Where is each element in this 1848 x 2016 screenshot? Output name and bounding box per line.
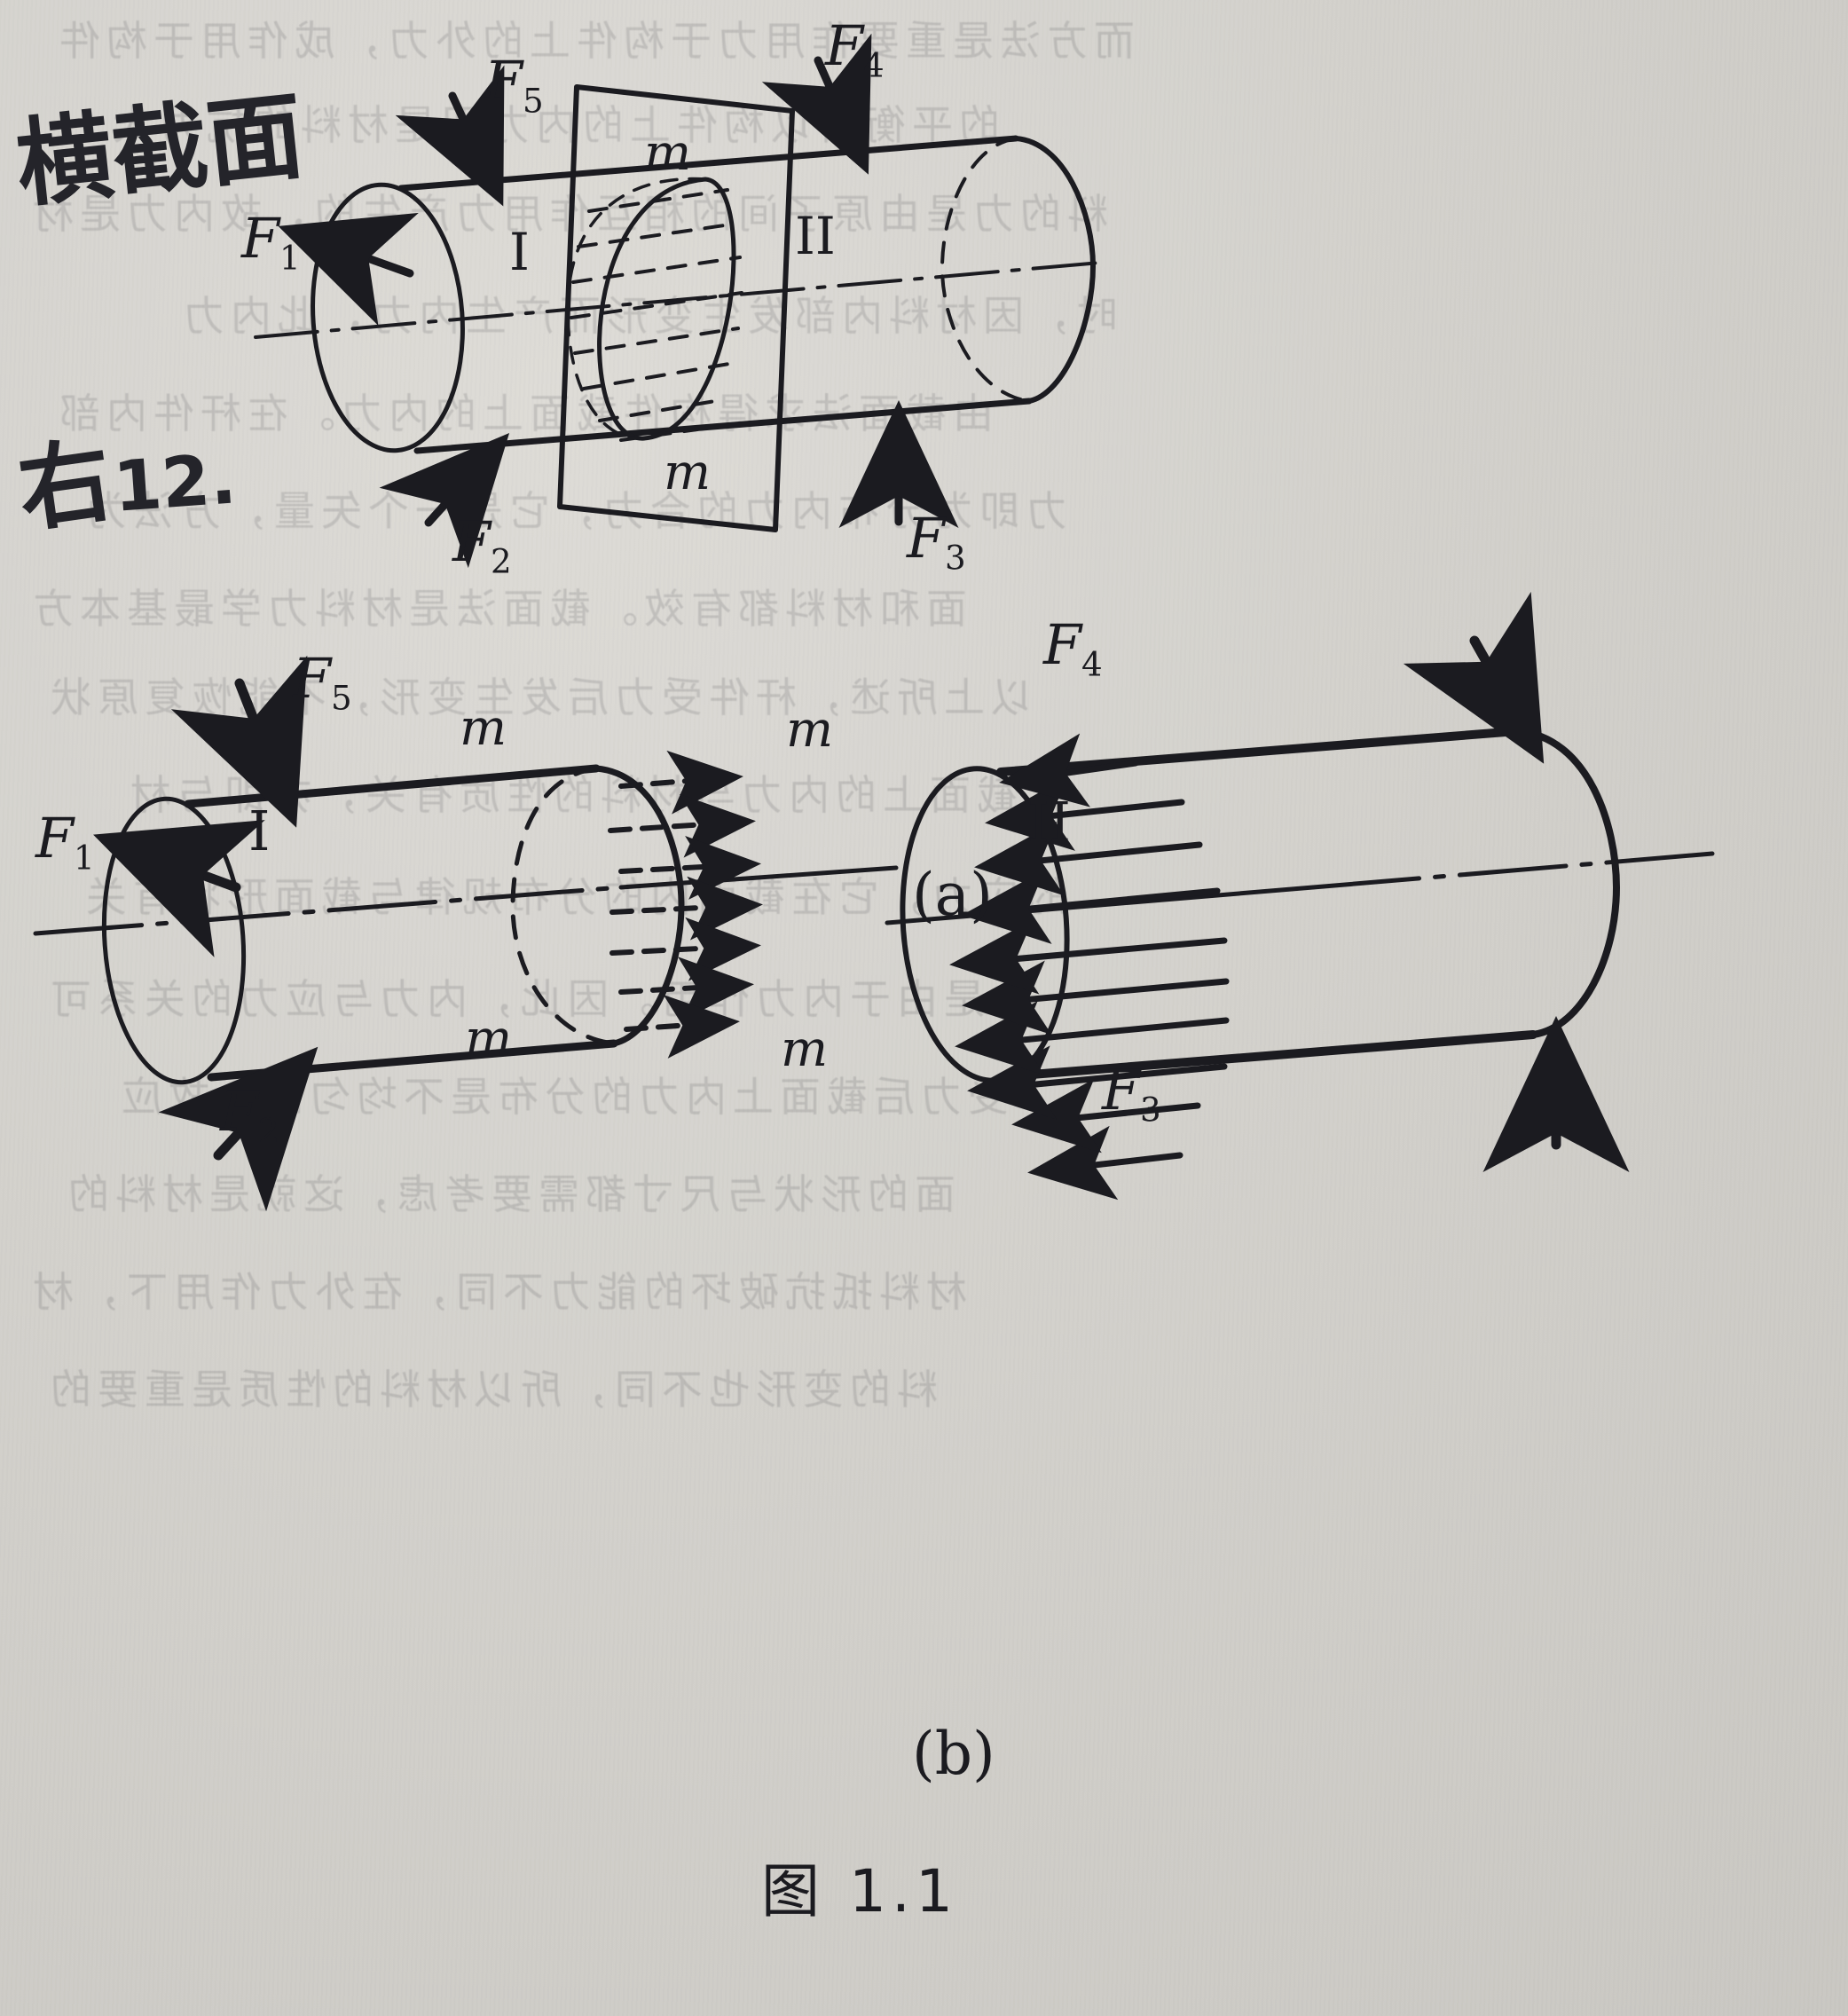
force-label-F3: F3 xyxy=(907,506,966,577)
panel-b-left-bottom-edge xyxy=(207,1039,618,1082)
handwritten-annotation: 12. xyxy=(111,439,240,528)
force-label-subscript: 4 xyxy=(1081,644,1103,684)
panel-b-right-centerline-dash xyxy=(1310,851,1715,890)
panel-b-left-face xyxy=(101,796,247,1085)
force-label-base: F xyxy=(825,13,864,78)
force-label-base: F xyxy=(35,806,75,870)
force-label-base: F xyxy=(1043,612,1082,677)
panel-a-right-face-hidden xyxy=(940,137,1031,403)
panel-b-left-force-F5-arrow xyxy=(170,655,308,828)
panel-a-centerline xyxy=(254,261,1102,339)
section-label-m: m xyxy=(460,699,507,757)
force-label-base: F xyxy=(484,49,523,114)
force-label-F5: F5 xyxy=(293,646,352,717)
force-label-base: F xyxy=(452,509,491,574)
panel-b-right-end-face xyxy=(1514,728,1620,1038)
figure-caption: 图 1.1 xyxy=(761,1857,958,1925)
panel-b-left-cut-face-solid xyxy=(593,765,685,1047)
panel-a-section-face-hidden xyxy=(566,177,707,440)
panel-a-group xyxy=(254,33,1102,569)
force-label-F2: F2 xyxy=(452,509,512,580)
force-label-subscript: 5 xyxy=(331,678,352,718)
part-label: I xyxy=(509,222,530,282)
force-label-base: F xyxy=(1102,1058,1141,1122)
force-label-subscript: 2 xyxy=(491,541,512,581)
panel-a-force-F2-arrow xyxy=(379,432,510,569)
panel-b-left-group xyxy=(33,655,899,1212)
force-label-subscript: 4 xyxy=(863,45,885,85)
force-label-subscript: 3 xyxy=(945,538,966,578)
force-label-subscript: 2 xyxy=(258,1111,279,1151)
panel-a-section-hatching xyxy=(570,188,743,442)
panel-caption-a: (a) xyxy=(912,861,993,929)
force-label-F4: F4 xyxy=(1043,612,1103,683)
panel-b-right-end-face-hidden xyxy=(1432,731,1517,889)
force-label-base: F xyxy=(220,1079,259,1144)
section-label-m: m xyxy=(781,1020,829,1078)
force-label-subscript: 3 xyxy=(1140,1090,1161,1130)
force-label-base: F xyxy=(241,206,280,271)
force-label-F3: F3 xyxy=(1102,1058,1161,1129)
panel-a-left-face xyxy=(311,182,465,453)
panel-b-right-internal-force-arrows xyxy=(949,733,1230,1201)
panel-a-bottom-edge xyxy=(413,398,1033,454)
panel-b-left-internal-force-arrows xyxy=(608,750,763,1059)
force-label-F2: F2 xyxy=(220,1079,279,1150)
panel-a-section-face-outline xyxy=(597,177,736,441)
handwritten-annotation: 右 xyxy=(12,425,119,546)
panel-b-left-centerline xyxy=(33,885,624,936)
part-label: II xyxy=(795,206,836,266)
panel-caption-b: (b) xyxy=(912,1720,995,1788)
panel-b-left-cut-face-hidden xyxy=(510,766,617,1046)
panel-a-force-F1-arrow xyxy=(278,212,419,326)
force-label-base: F xyxy=(293,646,332,711)
panel-a-right-face-solid xyxy=(1013,136,1096,404)
panel-b-right-force-F4 xyxy=(1403,591,1545,764)
force-label-F1: F1 xyxy=(35,806,95,877)
force-label-F4: F4 xyxy=(825,13,885,84)
force-label-F5: F5 xyxy=(484,49,544,120)
part-label: I xyxy=(248,799,271,863)
panel-a-force-F4-arrow xyxy=(761,33,872,175)
panel-b-right-bottom-edge xyxy=(1016,1030,1537,1080)
panel-b-left-force-F1-arrow xyxy=(93,820,265,957)
panel-b-right-group xyxy=(885,591,1715,1201)
section-label-m: m xyxy=(664,444,712,501)
force-label-base: F xyxy=(907,506,946,571)
part-label: II xyxy=(1027,790,1071,854)
panel-b-right-top-edge xyxy=(996,727,1522,776)
section-label-m: m xyxy=(644,124,692,182)
force-label-subscript: 1 xyxy=(279,238,301,278)
section-label-m: m xyxy=(786,701,834,759)
section-label-m: m xyxy=(465,1010,513,1067)
force-label-F1: F1 xyxy=(241,206,301,277)
panel-a-cutting-plane xyxy=(557,84,795,532)
panel-a-force-F5-arrow xyxy=(395,65,505,207)
force-label-subscript: 5 xyxy=(523,81,544,121)
force-label-subscript: 1 xyxy=(74,838,95,878)
panel-b-left-force-F2-arrow xyxy=(158,1046,318,1212)
